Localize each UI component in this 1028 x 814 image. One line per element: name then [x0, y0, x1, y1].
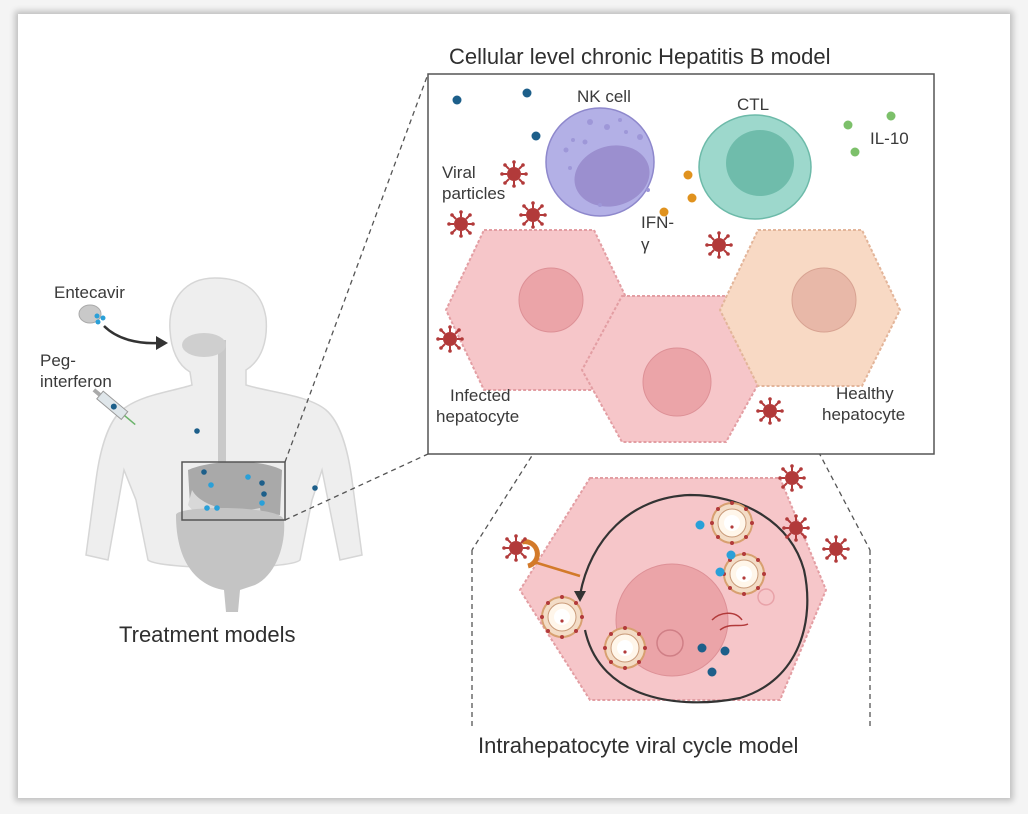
treatment-models-title: Treatment models [119, 622, 296, 647]
entecavir-pill-icon [78, 304, 106, 325]
drug-dots-body [194, 428, 318, 511]
drug-dots-panel [452, 88, 541, 141]
intrahepatocyte-model-title: Intrahepatocyte viral cycle model [478, 733, 799, 758]
oral-arrowhead [156, 336, 168, 350]
ctl-cell [698, 114, 812, 220]
virus-particle [781, 513, 811, 543]
healthy-hepatocyte-label-line1: Healthy [836, 384, 894, 403]
intestines [176, 508, 285, 612]
virion [602, 625, 648, 671]
mouth-region [182, 333, 226, 357]
virus-particle [755, 396, 785, 426]
il10-dots [843, 111, 896, 157]
virus-particle [501, 533, 531, 563]
ifn-gamma-label-line2: γ [641, 235, 650, 254]
cellular-model-title: Cellular level chronic Hepatitis B model [449, 44, 831, 69]
infected-hepatocyte-label-line1: Infected [450, 386, 511, 405]
liver [188, 461, 282, 515]
virion [709, 500, 755, 546]
virion [539, 594, 585, 640]
viral-particles-label-line2: particles [442, 184, 506, 203]
virus-particle [777, 463, 807, 493]
infected-hepatocyte-center [580, 295, 768, 443]
intrahepatocyte-cell [518, 477, 828, 701]
peg-interferon-label-line2: interferon [40, 372, 112, 391]
healthy-hepatocyte [718, 229, 902, 387]
il10-label: IL-10 [870, 129, 909, 148]
healthy-hepatocyte-label-line2: hepatocyte [822, 405, 906, 424]
virus-particle [704, 230, 734, 260]
virus-particle [821, 534, 851, 564]
ifn-gamma-dots [659, 170, 697, 217]
viral-particles-label-line1: Viral [442, 163, 476, 182]
infected-hepatocyte-label-line2: hepatocyte [436, 407, 520, 426]
human-body-illustration [85, 277, 363, 612]
viral-cycle-arrowhead [574, 591, 586, 602]
entecavir-label: Entecavir [54, 283, 125, 302]
ctl-label: CTL [737, 95, 770, 114]
oral-arrow-icon [103, 325, 159, 345]
receptor-icon [521, 539, 581, 578]
esophagus [218, 340, 226, 470]
nk-cell [545, 107, 655, 217]
virus-particle [446, 209, 476, 239]
virus-particle [518, 200, 548, 230]
peg-interferon-label-line1: Peg- [40, 351, 76, 370]
ifn-gamma-label-line1: IFN- [641, 213, 675, 232]
infected-hepatocyte-left [444, 229, 634, 391]
viral-cycle-arrow [578, 493, 809, 704]
syringe-icon [92, 388, 136, 426]
virus-particle [435, 324, 465, 354]
drug-dots-cell [695, 520, 736, 677]
liver-zoom-box [181, 461, 286, 521]
nk-cell-label: NK cell [577, 87, 631, 106]
